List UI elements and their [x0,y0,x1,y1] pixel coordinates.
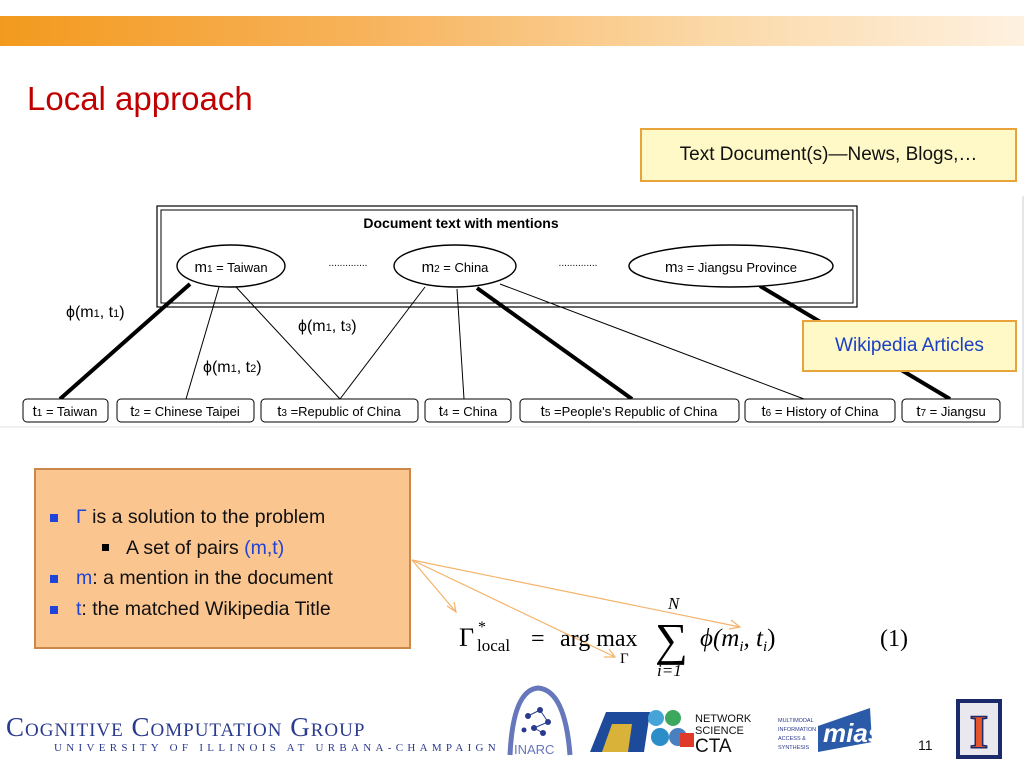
svg-text:t3 =Republic of China: t3 =Republic of China [277,403,401,420]
bullet-title: t: the matched Wikipedia Title [50,594,409,625]
svg-text:m1 = Taiwan: m1 = Taiwan [194,259,267,276]
svg-text:m2 = China: m2 = China [422,259,490,276]
definitions-box: Γ is a solution to the problem A set of … [34,468,411,649]
svg-text:t5 =People's Republic of China: t5 =People's Republic of China [541,403,718,420]
svg-text:=: = [531,626,545,652]
svg-text:*: * [478,619,486,636]
svg-text:arg max: arg max [560,626,638,652]
document-header: Document text with mentions [363,215,558,231]
svg-text:t6 = History of China: t6 = History of China [761,403,879,420]
title-node-1: t1 = Taiwan [22,398,109,423]
title-node-6: t6 = History of China [744,398,896,423]
document-callout: Text Document(s)—News, Blogs,… [640,128,1017,182]
svg-text:N: N [667,594,681,613]
ellipsis-dots-2: .............. [559,258,598,269]
edge-label-m1-t1: ϕ(m1, t1) [66,304,125,321]
slide-title: Local approach [27,80,253,117]
svg-text:t4 = China: t4 = China [439,403,498,420]
svg-text:INARC: INARC [514,742,554,757]
edge-label-m1-t2: ϕ(m1, t2) [203,359,262,376]
title-node-2: t2 = Chinese Taipei [116,398,255,423]
svg-text:local: local [477,636,510,655]
bullet-square-icon [50,575,58,583]
svg-text:t2 = Chinese Taipei: t2 = Chinese Taipei [130,403,240,420]
page-number: 11 [918,737,933,753]
svg-text:INFORMATION: INFORMATION [778,727,816,733]
bullet-gamma: Γ is a solution to the problem [50,502,409,533]
header-gradient-bar [0,16,1024,46]
svg-text:m3 = Jiangsu Province: m3 = Jiangsu Province [665,259,797,276]
svg-text:ACCESS &: ACCESS & [778,736,806,742]
local-objective-equation: Γ * local = arg max Γ N ∑ i=1 ϕ(mi, ti) … [459,594,908,680]
mention-node-1: m1 = Taiwan [176,244,286,288]
bullet-square-icon [50,606,58,614]
bullet-square-icon [102,544,109,551]
title-node-7: t7 = Jiangsu [901,398,1001,423]
bullet-pairs: A set of pairs (m,t) [50,533,409,563]
svg-text:t7 = Jiangsu: t7 = Jiangsu [916,403,985,420]
pointer-arrows [411,559,742,658]
inarc-logo: INARC [507,685,573,757]
svg-text:SYNTHESIS: SYNTHESIS [778,745,810,751]
title-node-5: t5 =People's Republic of China [519,398,740,423]
mention-node-2: m2 = China [393,244,517,288]
mention-node-3: m3 = Jiangsu Province [628,244,834,288]
svg-text:t1 = Taiwan: t1 = Taiwan [33,403,98,420]
svg-text:I: I [970,706,989,759]
bullet-mention: m: a mention in the document [50,563,409,594]
svg-text:∑: ∑ [655,614,688,665]
wikipedia-callout: Wikipedia Articles [802,320,1017,372]
illinois-logo: I [956,699,1002,760]
title-node-4: t4 = China [424,398,512,423]
svg-text:Γ: Γ [459,623,474,652]
svg-text:i=1: i=1 [657,661,682,680]
mias-logo: MULTIMODAL INFORMATION ACCESS & SYNTHESI… [778,708,882,752]
svg-text:SCIENCE: SCIENCE [695,725,744,737]
svg-text:Γ: Γ [620,651,629,667]
edge-label-m1-t3: ϕ(m1, t3) [298,318,357,335]
bullet-square-icon [50,514,58,522]
svg-text:NETWORK: NETWORK [695,713,752,725]
svg-text:CTA: CTA [695,736,732,757]
svg-text:MULTIMODAL: MULTIMODAL [778,718,814,724]
ellipsis-dots-1: .............. [329,258,368,269]
svg-text:mias: mias [823,718,882,748]
svg-text:(1): (1) [880,626,908,652]
arl-cta-logo: NETWORK SCIENCE CTA [590,710,752,757]
svg-text:ϕ(mi, ti): ϕ(mi, ti) [700,625,775,655]
title-node-3: t3 =Republic of China [260,398,419,423]
